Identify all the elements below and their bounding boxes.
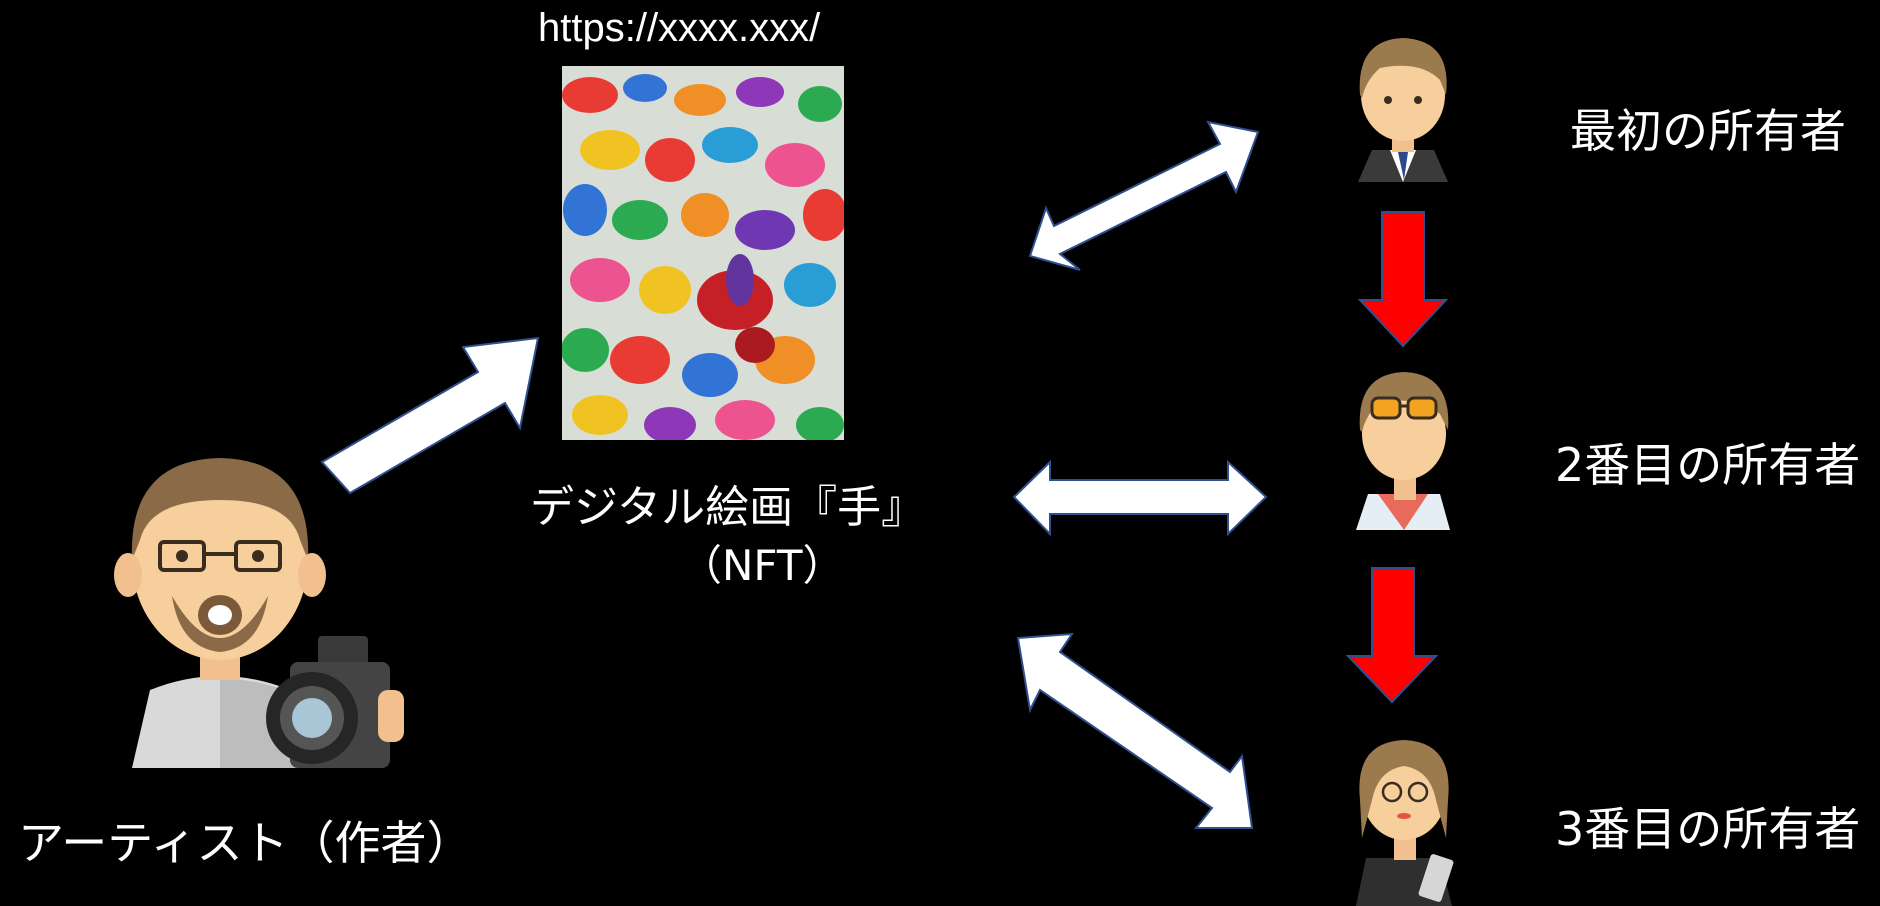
nft-owner3-arrow (1016, 632, 1254, 829)
owner1-avatar (1358, 38, 1448, 182)
owner1-label: 最初の所有者 (1570, 104, 1846, 158)
handprint-artwork (562, 66, 844, 440)
owner2-label: 2番目の所有者 (1555, 438, 1861, 492)
nft-owner1-arrow (1028, 120, 1260, 271)
artist-label: アーティスト（作者） (18, 816, 473, 870)
owner3-avatar (1356, 740, 1454, 906)
video-camera-icon (266, 636, 404, 768)
nft-url: https://xxxx.xxx/ (538, 6, 821, 50)
owner3-label: 3番目の所有者 (1555, 802, 1861, 856)
owner2-avatar (1356, 372, 1450, 530)
artist-avatar (114, 458, 326, 768)
artwork-subtitle: （NFT） (680, 541, 845, 590)
owner1-to-owner2-arrow (1357, 211, 1449, 348)
artwork-title: デジタル絵画『手』 (530, 482, 926, 533)
nft-owner2-arrow (1012, 459, 1268, 537)
artist-to-nft-arrow (320, 336, 540, 495)
owner2-to-owner3-arrow (1345, 567, 1439, 704)
